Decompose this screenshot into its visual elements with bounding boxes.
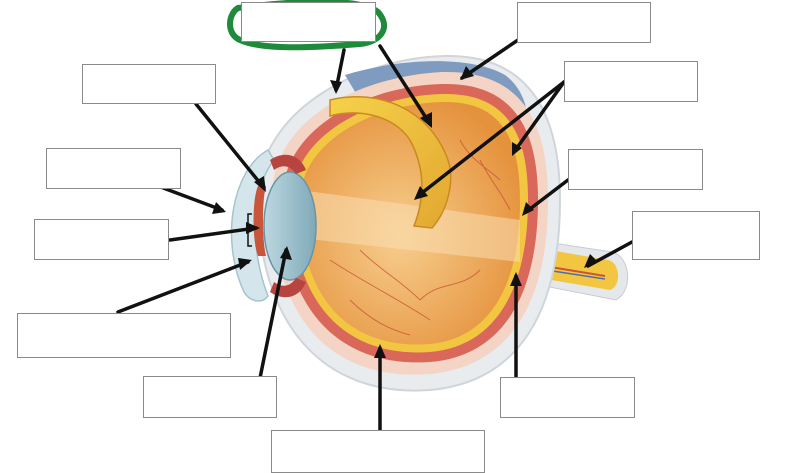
label-box-bottom-right[interactable] [500, 377, 635, 418]
arrow-right-1a [416, 80, 566, 198]
arrow-left-2 [156, 184, 224, 212]
label-box-top-center[interactable] [241, 2, 376, 42]
retina-flap [329, 96, 452, 229]
arrow-left-4 [116, 260, 250, 314]
arrow-right-2 [524, 178, 570, 214]
label-box-bottom-left[interactable] [143, 376, 277, 418]
arrow-top-center-right [378, 44, 432, 126]
label-box-bottom-center[interactable] [271, 430, 485, 473]
label-box-left-4[interactable] [17, 313, 231, 358]
arrow-bottom-left [258, 248, 288, 380]
label-box-left-2[interactable] [46, 148, 181, 189]
lens [263, 171, 317, 281]
highlight-loop [227, 0, 387, 51]
blood-vessels [329, 139, 511, 336]
arrow-heads [212, 66, 598, 358]
label-box-top-right[interactable] [517, 2, 651, 43]
label-box-upper-left[interactable] [82, 64, 216, 104]
arrow-upper-left [194, 102, 266, 190]
arrow-right-1b [512, 80, 566, 154]
iris [253, 186, 266, 256]
pointer-arrows [116, 38, 634, 432]
label-box-right-3[interactable] [632, 211, 760, 260]
arrow-top-right [460, 38, 520, 80]
label-box-left-3[interactable] [34, 219, 169, 260]
cutaway-band [300, 190, 520, 262]
label-box-right-2[interactable] [568, 149, 703, 190]
arrow-left-3 [168, 226, 258, 242]
label-box-right-1[interactable] [564, 61, 698, 102]
